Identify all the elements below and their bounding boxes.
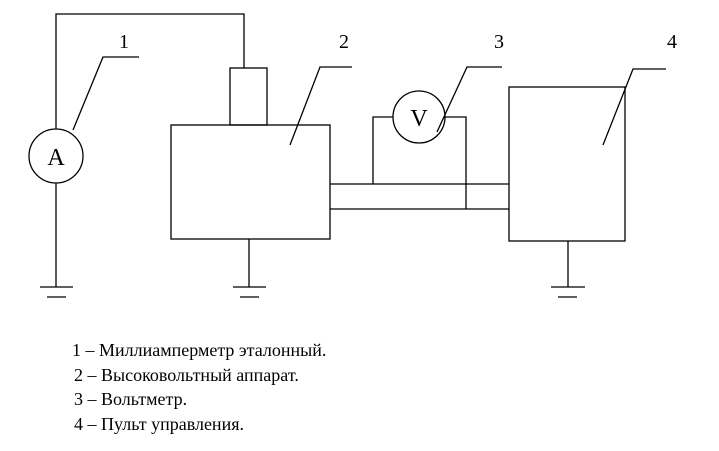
legend-text: Миллиамперметр эталонный. [99, 340, 327, 360]
voltmeter-lead-right [445, 116, 467, 209]
legend-text: Пульт управления. [101, 413, 244, 434]
ground-symbol-control-panel [551, 286, 585, 298]
legend-dash: – [87, 389, 97, 409]
legend-number: 4 [74, 413, 83, 434]
hv-apparatus-box [170, 124, 331, 240]
callout-leader-4 [602, 68, 666, 146]
callout-leader-3 [436, 66, 502, 133]
voltmeter-letter: V [410, 106, 428, 132]
hv-terminal [229, 67, 268, 126]
callout-1: 1 [119, 31, 129, 53]
ground-symbol-hv-apparatus [233, 286, 266, 298]
callout-leader-1 [72, 56, 139, 131]
legend: 1 – Миллиамперметр эталонный. 2 – Высоко… [60, 338, 326, 436]
callout-3: 3 [494, 31, 504, 53]
legend-number: 1 [72, 340, 81, 360]
legend-number: 3 [74, 389, 83, 409]
legend-text: Высоковольтный аппарат. [101, 364, 299, 385]
voltmeter-lead-left [372, 116, 393, 184]
legend-dash: – [87, 413, 97, 434]
ammeter-letter: A [47, 145, 65, 171]
legend-item: 4 – Пульт управления. [60, 412, 326, 437]
voltmeter [392, 90, 446, 144]
top-wire [55, 13, 245, 130]
legend-dash: – [85, 340, 95, 360]
callout-2: 2 [339, 31, 349, 53]
legend-item: 1 – Миллиамперметр эталонный. [60, 338, 326, 363]
legend-number: 2 [74, 364, 83, 385]
legend-text: Вольтметр. [101, 389, 188, 409]
callout-4: 4 [667, 31, 677, 53]
callout-leader-2 [289, 66, 352, 146]
ground-symbol-ammeter [40, 286, 73, 298]
legend-item: 3 – Вольтметр. [60, 387, 326, 412]
ammeter [28, 128, 84, 184]
legend-dash: – [87, 364, 97, 385]
legend-item: 2 – Высоковольтный аппарат. [60, 363, 326, 388]
circuit-schematic: A V 1 2 3 4 [28, 13, 677, 298]
control-panel-box [508, 86, 626, 242]
